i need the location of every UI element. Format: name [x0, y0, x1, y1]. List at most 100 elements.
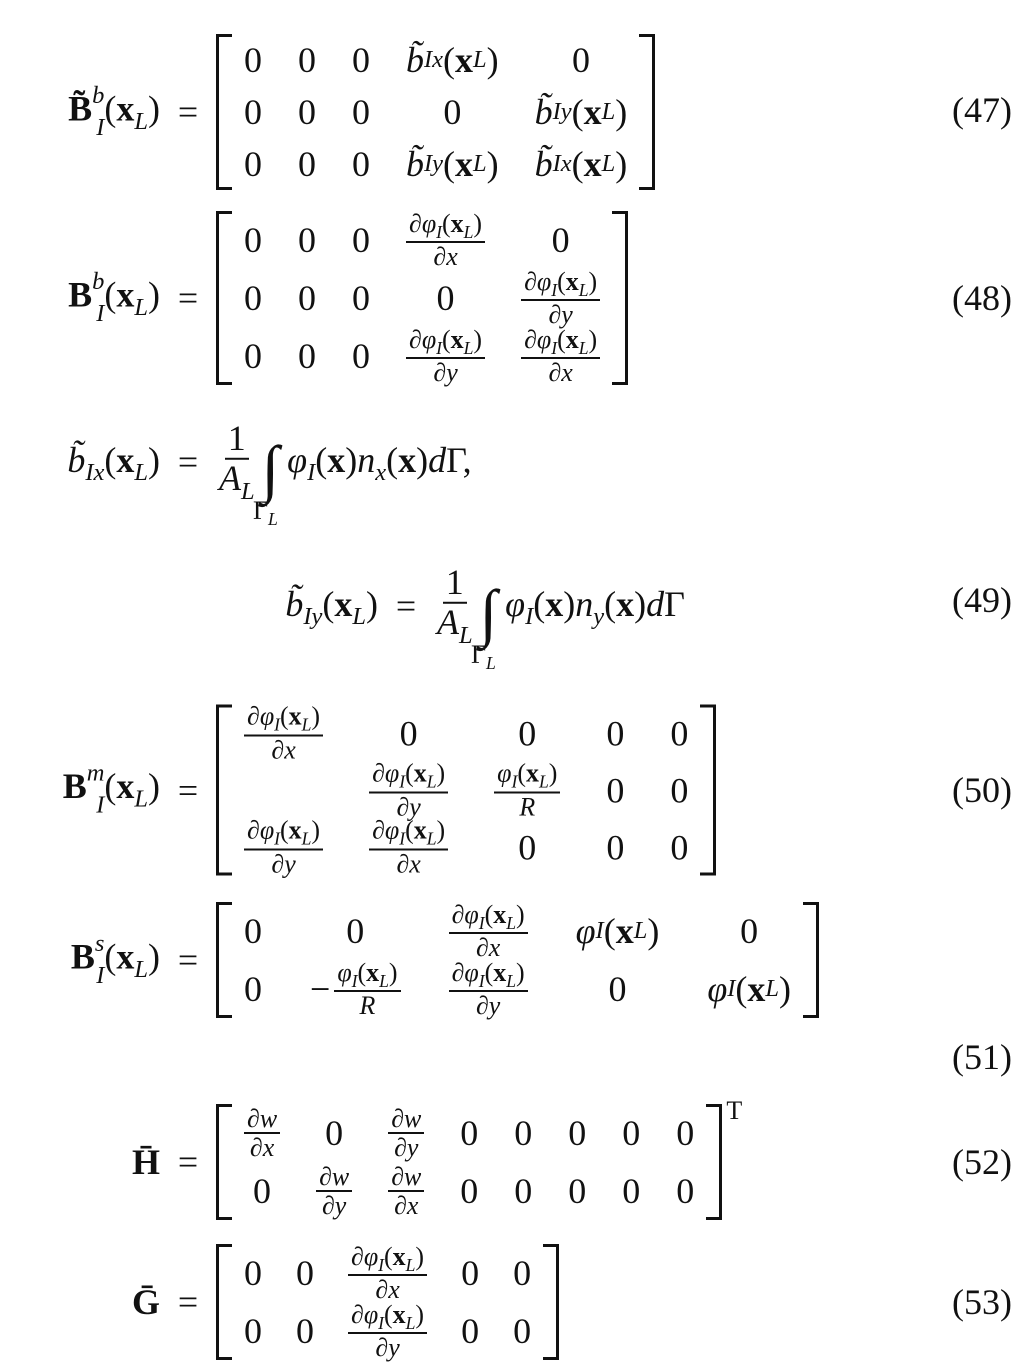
matrix-cell: 0	[244, 911, 262, 951]
matrix-cell: 0	[298, 278, 316, 318]
denominator: ∂y	[321, 1191, 347, 1220]
matrix-cell: ∂w∂y	[316, 1163, 353, 1220]
matrix-cell: 0	[244, 336, 262, 376]
matrix-cell: 0	[740, 911, 759, 951]
numerator: ∂w	[244, 1105, 281, 1134]
matrix-cell: 0	[296, 1253, 314, 1293]
matrix-cell: 0	[518, 713, 537, 753]
matrix-cell: 0	[461, 1311, 480, 1351]
denominator: ∂y	[375, 1333, 400, 1362]
integral-symbol: ∫	[261, 432, 280, 504]
matrix-cell: 0	[244, 1253, 262, 1293]
fraction: ∂w∂x	[388, 1163, 425, 1220]
denominator: ∂x	[249, 1133, 275, 1162]
matrix-cell: 0	[518, 827, 537, 867]
minus-sign: −	[310, 969, 331, 1009]
right-bracket	[612, 211, 629, 385]
matrix-cell: 0	[670, 827, 689, 867]
denominator: ∂y	[548, 300, 573, 330]
equals-sign: =	[177, 442, 199, 482]
integral-symbol: ∫	[479, 576, 498, 648]
matrix-cell: 0	[352, 278, 370, 318]
denominator: R	[359, 991, 376, 1021]
matrix-cell: 0	[298, 40, 316, 80]
matrix-cell: 0	[461, 1253, 480, 1293]
matrix-cell: 0	[606, 713, 625, 753]
matrix-cell: 0	[244, 1311, 262, 1351]
matrix-cell: 0	[244, 144, 262, 184]
matrix-cell: 0	[460, 1171, 479, 1211]
left-bracket	[216, 704, 232, 876]
matrix-cell: 0	[352, 336, 370, 376]
matrix-cell: 0	[460, 1113, 479, 1153]
matrix-cell: 0	[298, 92, 316, 132]
matrix-cell: 0	[298, 220, 316, 260]
equals-sign: =	[177, 940, 199, 980]
matrix-cell: 0	[352, 40, 370, 80]
matrix-cell: 0	[399, 713, 418, 753]
denominator: ∂y	[475, 991, 501, 1021]
left-bracket	[216, 1104, 232, 1220]
matrix-cell: 0	[244, 40, 262, 80]
equation-number-50: (50)	[952, 770, 1012, 810]
eq52-lhs: H̄	[131, 1142, 160, 1182]
matrix-cell: 0	[622, 1113, 641, 1153]
denominator: ∂x	[394, 1191, 419, 1220]
matrix-cell: 0	[622, 1171, 641, 1211]
matrix-cell: 0	[514, 1113, 533, 1153]
numerator: ∂w	[388, 1105, 425, 1134]
matrix-cell: 0	[244, 278, 262, 318]
matrix-cell: 0	[676, 1113, 695, 1153]
denominator: ∂x	[433, 242, 458, 272]
matrix-cell: 0	[244, 969, 262, 1009]
denominator: R	[519, 792, 536, 822]
matrix-cell: 0	[346, 911, 365, 951]
numerator: 1	[442, 563, 467, 604]
denominator: ∂x	[271, 735, 296, 765]
matrix-cell: 0	[244, 220, 262, 260]
